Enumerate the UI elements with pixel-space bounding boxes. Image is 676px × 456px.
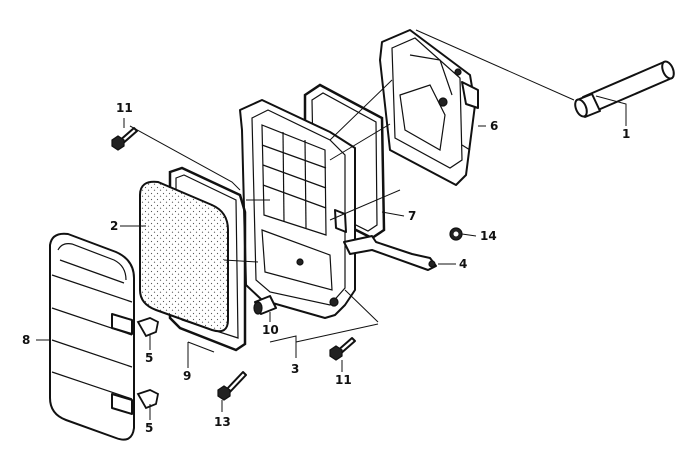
callout-9: 9	[183, 369, 191, 383]
callout-6: 6	[490, 119, 498, 133]
callout-7: 7	[408, 209, 416, 223]
callout-8: 8	[22, 333, 30, 347]
part-4-bracket	[343, 235, 437, 271]
callout-10: 10	[262, 323, 279, 337]
part-5-clip-upper	[136, 317, 160, 338]
part-10-pin	[253, 295, 277, 315]
part-13-bolt	[217, 371, 247, 401]
part-11-bolt-lower	[329, 337, 356, 361]
part-2-foam-element	[139, 180, 229, 333]
callout-5-upper: 5	[145, 351, 153, 365]
callout-11-lower: 11	[335, 373, 352, 387]
part-6-back-housing	[379, 29, 479, 186]
leader-lines	[36, 29, 627, 420]
callout-11-upper: 11	[116, 101, 133, 115]
part-1-tube	[574, 60, 675, 118]
callout-5-lower: 5	[145, 421, 153, 435]
callout-2: 2	[110, 219, 118, 233]
callout-3: 3	[291, 362, 299, 376]
part-3-filter-housing	[239, 99, 356, 319]
part-8-cover	[49, 232, 135, 441]
callout-13: 13	[214, 415, 231, 429]
part-14-nut	[449, 227, 463, 241]
part-11-bolt-upper	[111, 127, 138, 151]
part-5-clip-lower	[136, 389, 160, 410]
callout-1: 1	[622, 127, 630, 141]
callout-14: 14	[480, 229, 497, 243]
callout-4: 4	[459, 257, 467, 271]
